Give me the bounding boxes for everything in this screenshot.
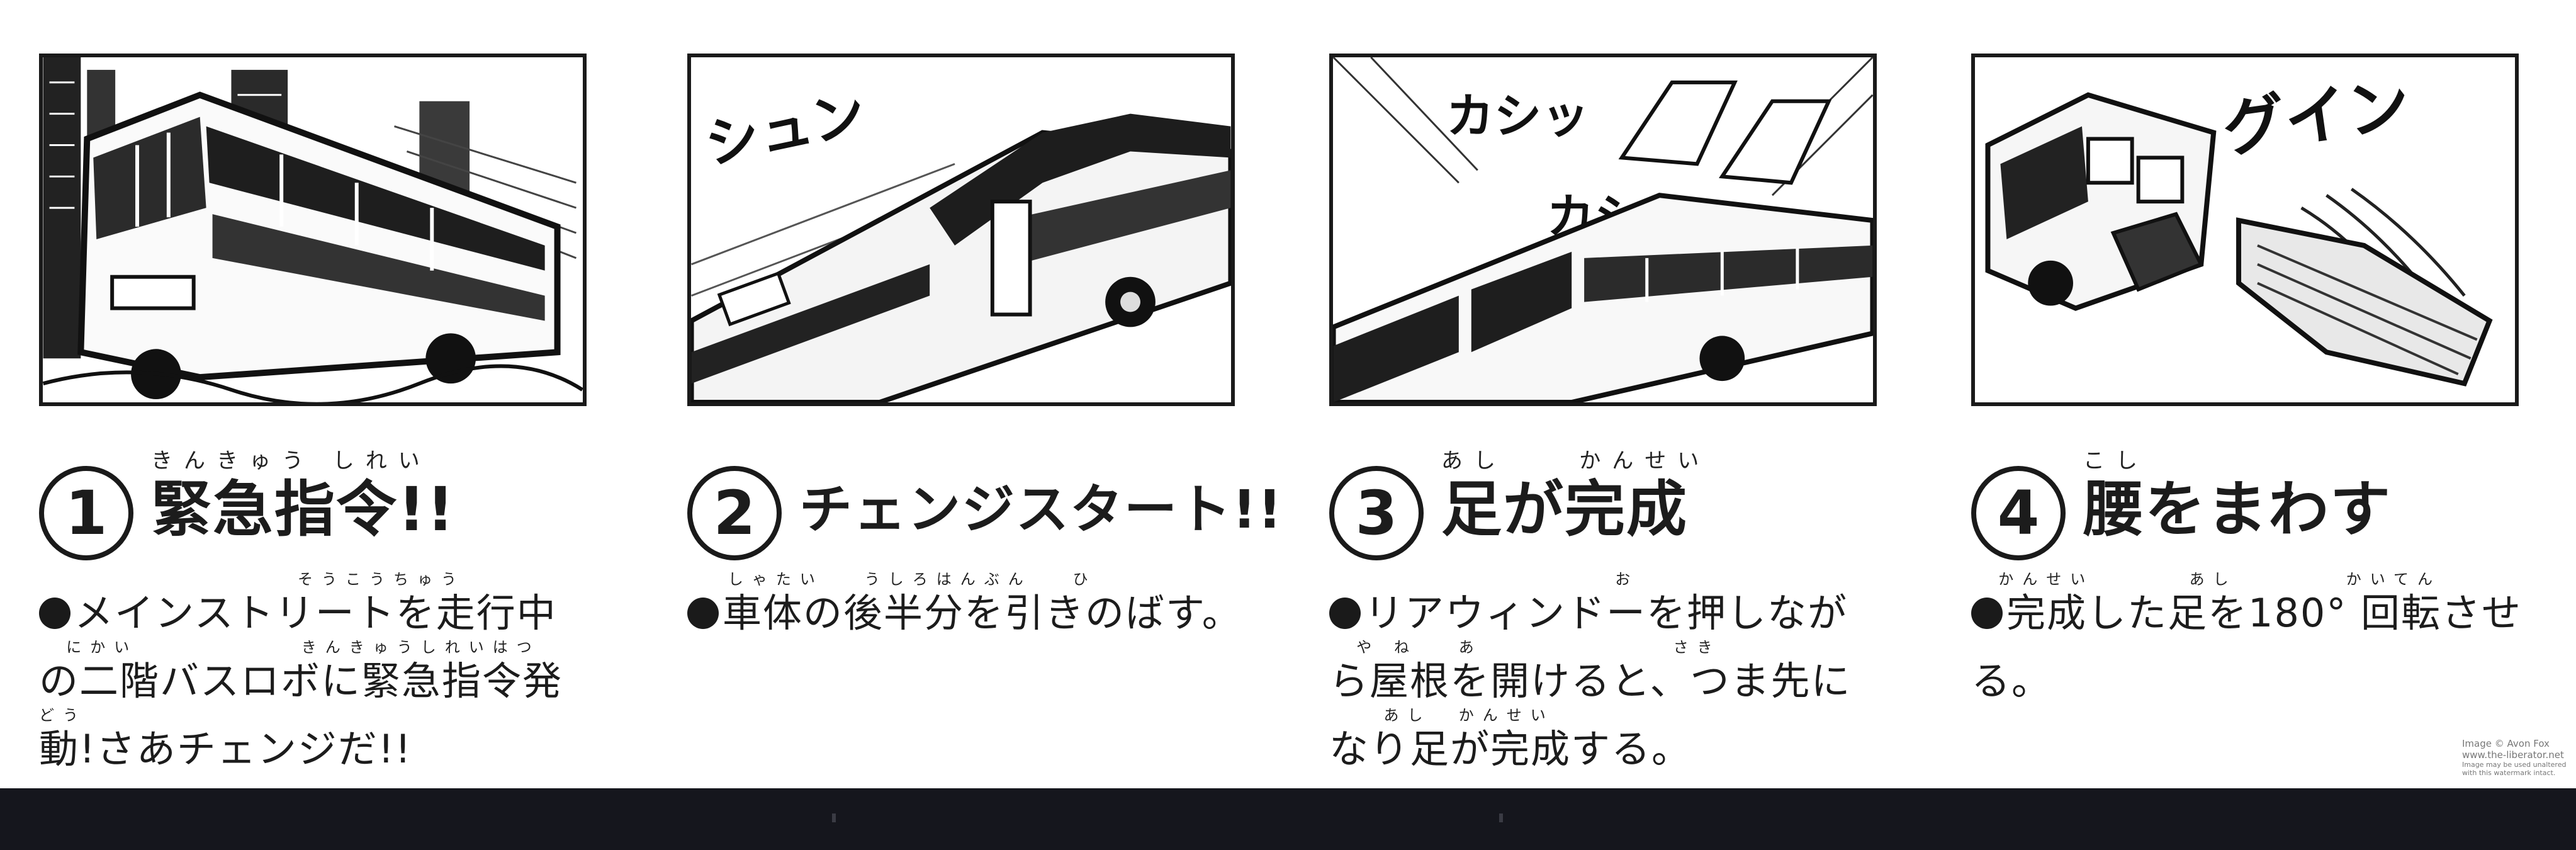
step-title: チェンジスタート!!: [799, 479, 1283, 540]
description-line: 動!さあチェンジだ!!: [39, 726, 412, 772]
step-number-badge: 4: [1971, 466, 2066, 560]
band-mark: [832, 813, 836, 822]
step-title-ruby: こし: [2083, 448, 2149, 473]
description-line: なり足が完成する。: [1329, 726, 1692, 772]
step-1-description: そうこうちゅう メインストリートを走行中 にかい きんきゅうしれいはつ の二階バ…: [39, 570, 618, 774]
step-4: グイン 4 こし 腰をまわす かんせい あし かい: [1971, 0, 2576, 787]
line-ruby: そうこうちゅう: [39, 570, 465, 588]
band-mark: [1499, 813, 1503, 822]
description-line: リアウィンドーを押しなが: [1329, 589, 1908, 638]
bullet-icon: [1971, 598, 2003, 629]
bullet-icon: [687, 598, 719, 629]
step-number-badge: 3: [1329, 466, 1424, 560]
step-title: 足が完成: [1441, 474, 1688, 545]
step-number-badge: 1: [39, 466, 133, 560]
step-2-description: しゃたい うしろはんぶん ひ 車体の後半分を引きのばす。: [687, 570, 1266, 638]
description-line: の二階バスロボに緊急指令発: [39, 658, 563, 704]
step-title: 腰をまわす: [2083, 474, 2392, 545]
line-ruby: [1971, 638, 2550, 657]
waist-rotating-illustration: グイン: [1985, 69, 2493, 387]
description-text: 車体の後半分を引きのばす。: [723, 590, 1242, 636]
step-2-illustration: シュン: [687, 54, 1235, 406]
description-line: る。: [1971, 658, 2052, 704]
step-4-description: かんせい あし かいてん 完成した足を180° 回転させ る。: [1971, 570, 2550, 706]
step-title-ruby: あし かんせい: [1441, 448, 1711, 473]
watermark-note: with this watermark intact.: [2462, 769, 2556, 777]
step-4-illustration: グイン: [1971, 54, 2519, 406]
step-3-heading: 3 あし かんせい 足が完成: [1329, 434, 1959, 560]
step-4-heading: 4 こし 腰をまわす: [1971, 434, 2576, 560]
description-line: 車体の後半分を引きのばす。: [687, 589, 1266, 638]
step-number-badge: 2: [687, 466, 782, 560]
line-ruby: お: [1329, 570, 1640, 588]
description-text: 完成した足を180° 回転させ: [2006, 590, 2523, 636]
step-2: シュン 2 チェンジスタート!! しゃたい うしろはんぶん ひ 車体の後半分を引…: [687, 0, 1317, 787]
line-ruby: にかい きんきゅうしれいはつ: [39, 638, 541, 656]
description-line: 完成した足を180° 回転させ: [1971, 589, 2550, 638]
bus-extending-illustration: シュン: [691, 82, 1231, 402]
watermark-url: www.the-liberator.net: [2462, 749, 2564, 761]
step-title-ruby: [799, 447, 1283, 475]
bullet-icon: [1329, 598, 1361, 629]
sfx-text: グイン: [2218, 69, 2414, 166]
bullet-icon: [39, 598, 70, 629]
step-1: 1 きんきゅう しれい 緊急指令!! そうこうちゅう メインストリートを走行中 …: [39, 0, 668, 787]
step-3-description: お リアウィンドーを押しなが や ね あ さき ら屋根を開けると、つま先に あし…: [1329, 570, 1908, 774]
watermark-note: Image may be used unaltered: [2462, 761, 2567, 769]
watermark-credit: Image © Avon Fox: [2462, 738, 2550, 749]
line-ruby: どう: [39, 706, 87, 724]
description-text: メインストリートを走行中: [74, 590, 557, 636]
line-ruby: あし かんせい: [1329, 706, 1555, 724]
line-ruby: しゃたい うしろはんぶん ひ: [687, 570, 1097, 588]
watermark: Image © Avon Fox www.the-liberator.net I…: [2462, 738, 2569, 777]
description-line: ら屋根を開けると、つま先に: [1329, 658, 1852, 704]
step-1-illustration: [39, 54, 587, 406]
legs-forming-illustration: カシッ カシッ: [1333, 57, 1873, 402]
bus-on-street-illustration: [43, 57, 583, 402]
description-text: リアウィンドーを押しなが: [1364, 590, 1848, 636]
description-line: メインストリートを走行中: [39, 589, 618, 638]
line-ruby: かんせい あし かいてん: [1971, 570, 2441, 588]
sfx-text: シュン: [700, 82, 871, 177]
bottom-band: [0, 788, 2576, 850]
line-ruby: や ね あ さき: [1329, 638, 1721, 656]
sfx-text: カシッ: [1446, 89, 1589, 144]
step-3: カシッ カシッ 3 あし かんせい 足が完成 お リアウィンドーを押しなが: [1329, 0, 1959, 787]
step-1-heading: 1 きんきゅう しれい 緊急指令!!: [39, 434, 668, 560]
step-title: 緊急指令!!: [151, 474, 456, 545]
step-title-ruby: きんきゅう しれい: [151, 448, 431, 473]
step-2-heading: 2 チェンジスタート!!: [687, 434, 1317, 560]
step-3-illustration: カシッ カシッ: [1329, 54, 1877, 406]
